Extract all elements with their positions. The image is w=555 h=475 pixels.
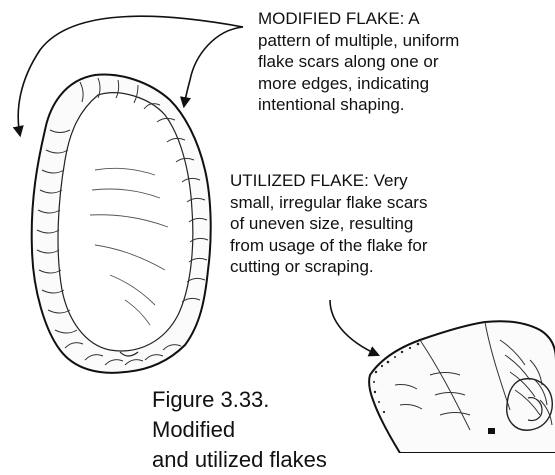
utilized-flake-line: small, irregular flake scars <box>230 192 550 214</box>
utilized-flake-illustration-icon <box>369 321 555 453</box>
utilized-flake-line: UTILIZED FLAKE: Very <box>230 170 550 192</box>
figure-caption: Figure 3.33. Modified and utilized flake… <box>152 385 352 475</box>
modified-flake-line: MODIFIED FLAKE: A <box>258 8 555 30</box>
modified-flake-line: pattern of multiple, uniform <box>258 30 555 52</box>
modified-flake-line: intentional shaping. <box>258 94 555 116</box>
utilized-flake-line: cutting or scraping. <box>230 256 550 278</box>
utilized-flake-line: from usage of the flake for <box>230 235 550 257</box>
utilized-flake-description: UTILIZED FLAKE: Very small, irregular fl… <box>230 170 550 278</box>
modified-flake-description: MODIFIED FLAKE: A pattern of multiple, u… <box>258 8 555 116</box>
utilized-flake-line: of uneven size, resulting <box>230 213 550 235</box>
modified-flake-line: flake scars along one or <box>258 51 555 73</box>
curved-arrow-right <box>184 27 243 106</box>
curved-arrow-utilized <box>330 300 378 355</box>
modified-flake-illustration-icon <box>32 74 211 372</box>
caption-line-1: Figure 3.33. Modified <box>152 385 352 445</box>
caption-line-2: and utilized flakes <box>152 445 352 475</box>
modified-flake-line: more edges, indicating <box>258 73 555 95</box>
